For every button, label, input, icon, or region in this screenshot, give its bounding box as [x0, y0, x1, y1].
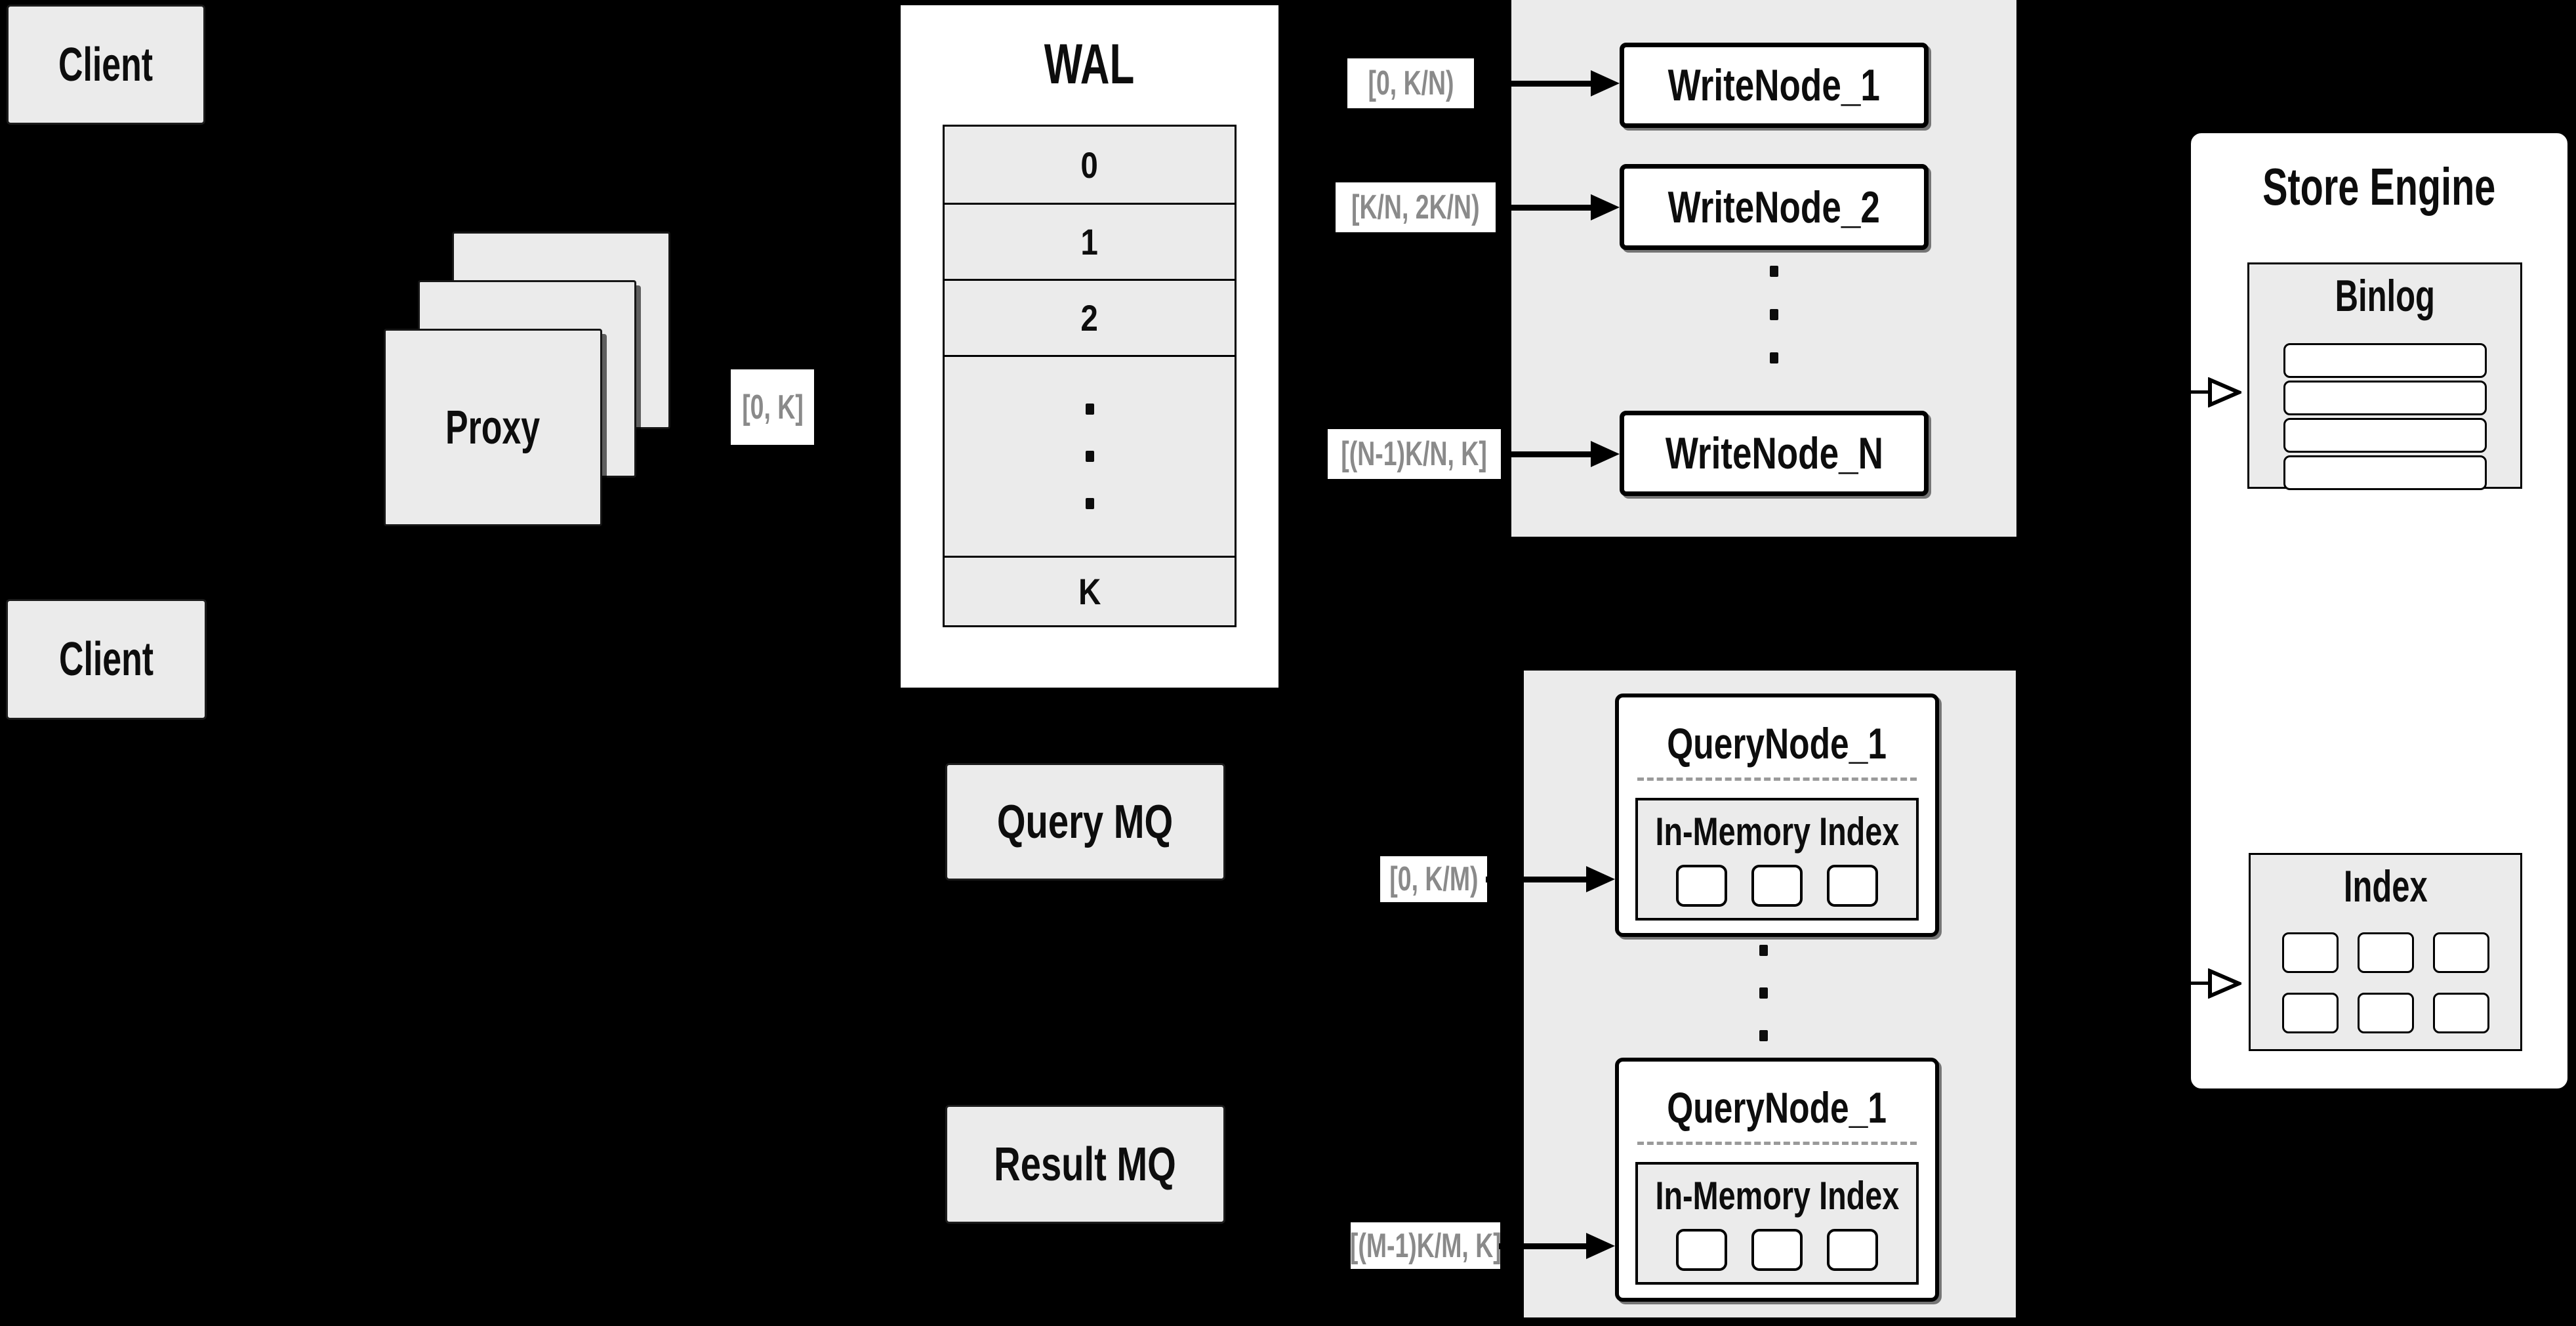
range-label-query-node-top: [0, K/M)	[1380, 856, 1487, 902]
open-arrowhead-icon	[2208, 968, 2241, 999]
wal-segment-label: 1	[1080, 221, 1099, 262]
memory-chip	[1751, 865, 1803, 907]
index-title: Index	[2343, 861, 2428, 911]
arrow-to-query-node-bottom	[1499, 1243, 1586, 1249]
binlog-row	[2283, 343, 2487, 378]
query-node-top-title: QueryNode_1	[1667, 719, 1887, 768]
memory-chip	[1751, 1229, 1803, 1271]
index-grid	[2251, 932, 2520, 1033]
range-label-proxy: [0, K]	[731, 369, 814, 445]
write-node-n-label: WriteNode_N	[1665, 428, 1883, 478]
binlog-title: Binlog	[2335, 271, 2435, 321]
wal-row: 0	[945, 127, 1235, 205]
index-cell	[2281, 932, 2339, 973]
arrowhead-icon	[1586, 1233, 1615, 1259]
arrowhead-icon	[1591, 194, 1620, 220]
index-cell	[2357, 932, 2414, 973]
wal-segment-label: 0	[1080, 144, 1099, 186]
open-arrowhead-icon	[2208, 377, 2241, 407]
dashed-divider	[1637, 1142, 1917, 1145]
index-cell	[2432, 993, 2489, 1033]
memory-chip-row	[1638, 865, 1916, 907]
query-node-box-top: QueryNode_1 In-Memory Index	[1615, 694, 1939, 937]
range-label-write-node-2: [K/N, 2K/N)	[1336, 182, 1496, 232]
result-mq-label: Result MQ	[994, 1138, 1177, 1191]
query-node-bottom-title: QueryNode_1	[1667, 1083, 1887, 1132]
write-node-box-1: WriteNode_1	[1620, 43, 1929, 128]
wal-row: 1	[945, 205, 1235, 281]
write-node-1-label: WriteNode_1	[1667, 60, 1881, 110]
result-mq-box: Result MQ	[945, 1105, 1225, 1224]
client-top-label: Client	[58, 38, 153, 91]
index-box: Index	[2249, 853, 2522, 1051]
wal-row: 2	[945, 281, 1235, 357]
vertical-ellipsis-icon	[1770, 266, 1778, 363]
arrowhead-icon	[1586, 866, 1615, 892]
memory-chip	[1676, 1229, 1727, 1271]
in-memory-index-title: In-Memory Index	[1655, 809, 1899, 854]
index-cell	[2432, 932, 2489, 973]
binlog-row	[2283, 418, 2487, 453]
arrowhead-icon	[1591, 70, 1620, 96]
memory-chip	[1827, 1229, 1878, 1271]
in-memory-index-title: In-Memory Index	[1655, 1173, 1899, 1218]
range-label-write-node-1: [0, K/N)	[1347, 58, 1474, 108]
wal-row-ellipsis	[945, 357, 1235, 558]
binlog-row	[2283, 381, 2487, 415]
arrowhead-icon	[1591, 441, 1620, 467]
client-box-top: Client	[7, 5, 205, 125]
index-cell	[2281, 993, 2339, 1033]
arrow-to-query-node-top	[1486, 877, 1586, 882]
binlog-box: Binlog	[2247, 262, 2522, 490]
memory-chip	[1827, 865, 1878, 907]
line-to-index	[2165, 982, 2211, 985]
write-node-2-label: WriteNode_2	[1667, 182, 1881, 232]
in-memory-index-box: In-Memory Index	[1635, 1162, 1919, 1285]
wal-title: WAL	[1044, 32, 1135, 96]
in-memory-index-box: In-Memory Index	[1635, 798, 1919, 921]
dashed-divider	[1637, 777, 1917, 781]
write-node-box-2: WriteNode_2	[1620, 164, 1929, 250]
store-engine-title: Store Engine	[2262, 157, 2496, 216]
write-node-box-n: WriteNode_N	[1620, 411, 1929, 496]
wal-segment-label: 2	[1080, 297, 1099, 339]
wal-segment-label: K	[1078, 571, 1101, 612]
proxy-card-front: Proxy	[384, 329, 602, 526]
arrow-to-write-node-n	[1502, 451, 1591, 457]
vertical-ellipsis-icon	[1085, 404, 1094, 509]
vertical-ellipsis-icon	[1759, 945, 1768, 1041]
wal-row: K	[945, 558, 1235, 625]
client-box-bottom: Client	[6, 599, 207, 720]
binlog-row	[2283, 455, 2487, 490]
query-mq-box: Query MQ	[945, 763, 1225, 881]
arrow-to-write-node-2	[1497, 205, 1591, 211]
query-mq-label: Query MQ	[997, 795, 1174, 848]
client-bottom-label: Client	[58, 633, 153, 686]
query-node-box-bottom: QueryNode_1 In-Memory Index	[1615, 1058, 1939, 1302]
binlog-rows	[2249, 343, 2520, 490]
wal-table: 0 1 2 K	[943, 125, 1237, 627]
range-label-write-node-n: [(N-1)K/N, K]	[1328, 429, 1501, 479]
proxy-label: Proxy	[445, 401, 541, 454]
range-label-query-node-bottom: [(M-1)K/M, K]	[1350, 1222, 1501, 1269]
index-cell	[2357, 993, 2414, 1033]
memory-chip-row	[1638, 1229, 1916, 1271]
line-to-binlog	[2165, 390, 2211, 394]
memory-chip	[1676, 865, 1727, 907]
arrow-to-write-node-1	[1475, 81, 1591, 87]
